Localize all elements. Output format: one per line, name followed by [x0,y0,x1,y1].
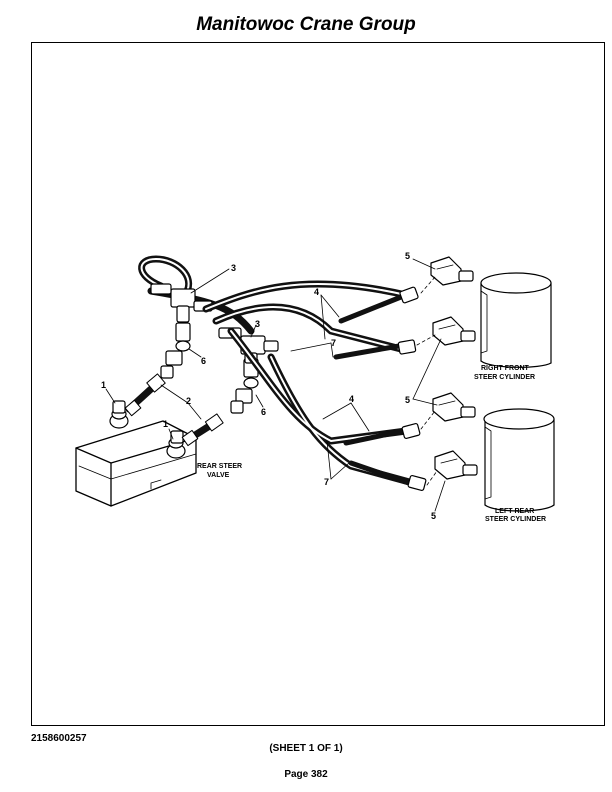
callout-4: 4 [349,394,354,404]
adapter-item-6 [160,322,259,414]
callout-2: 2 [186,396,191,406]
diagram-frame: REAR STEER VALVE RIGHT FRONT STEER CYLIN… [31,42,605,726]
label-right-front-line2: STEER CYLINDER [474,374,535,381]
callout-3: 3 [231,263,236,273]
label-left-rear-line2: STEER CYLINDER [485,516,546,523]
tee-fitting-upper [150,283,213,323]
callout-6: 6 [261,407,266,417]
label-rear-steer-valve-line1: REAR STEER [197,463,242,470]
valve-fitting-right [166,430,186,459]
page-number: Page 382 [284,769,328,780]
sheet-indicator: (SHEET 1 OF 1) [269,743,343,754]
callout-leaders [105,258,446,512]
label-rear-steer-valve-line2: VALVE [207,472,230,479]
left-rear-steer-cylinder [483,408,555,512]
tube-segments [333,294,412,486]
callout-5: 5 [405,251,410,261]
callout-1: 1 [163,419,168,429]
label-left-rear-line1: LEFT REAR [495,508,534,515]
valve-fitting-left [109,400,129,429]
cylinder-elbow-fittings [430,256,478,480]
callout-3: 3 [255,319,260,329]
callout-4: 4 [314,287,319,297]
callout-7: 7 [324,477,329,487]
right-front-steer-cylinder [480,272,552,368]
callout-5: 5 [431,511,436,521]
callout-6: 6 [201,356,206,366]
hydraulic-steer-diagram: REAR STEER VALVE RIGHT FRONT STEER CYLIN… [75,251,555,523]
callout-1: 1 [101,380,106,390]
document-number: 2158600257 [31,733,87,744]
page-header-title: Manitowoc Crane Group [196,14,416,35]
callout-7: 7 [331,338,336,348]
rear-steer-valve-block [75,420,197,507]
callout-5: 5 [405,395,410,405]
label-right-front-line1: RIGHT FRONT [481,365,530,372]
